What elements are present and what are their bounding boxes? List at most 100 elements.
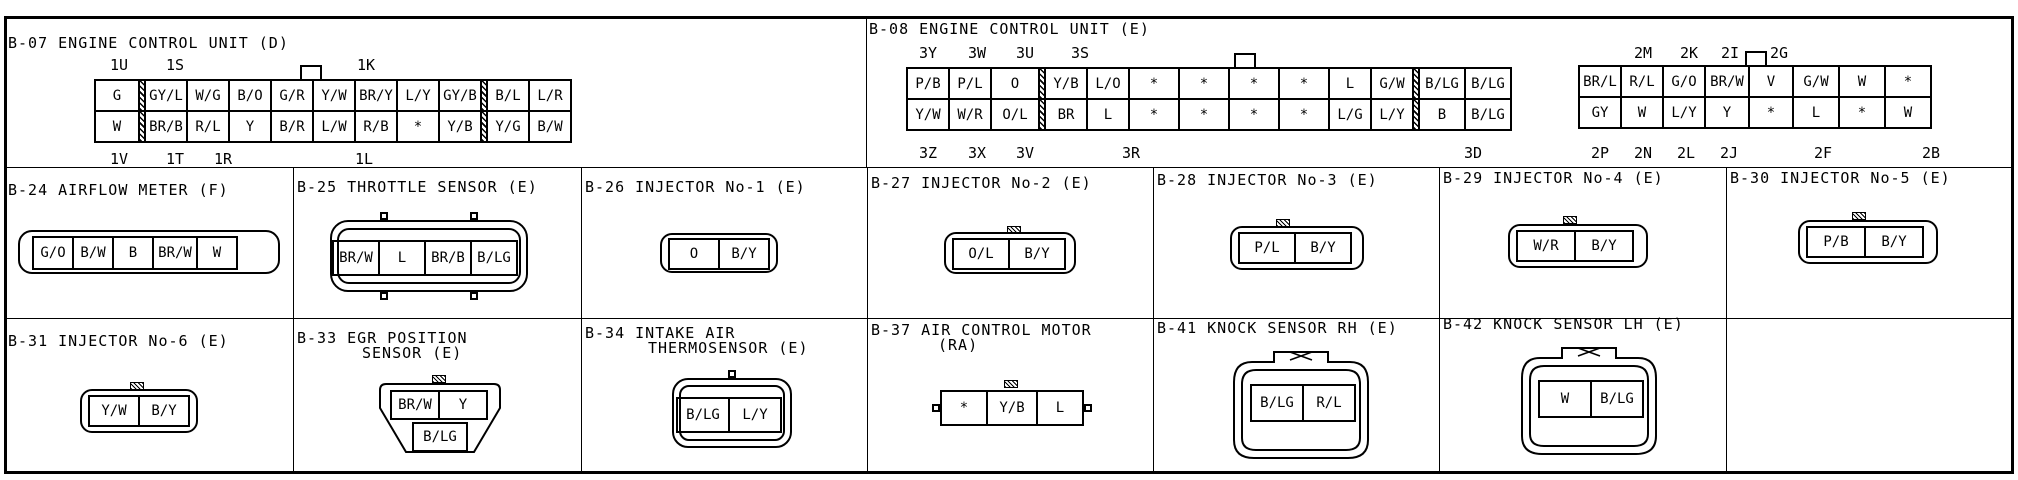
b07-top-label: 1U bbox=[110, 56, 129, 74]
b08-bottom-label: 3R bbox=[1122, 144, 1141, 162]
b07-pin: * bbox=[396, 110, 440, 143]
b25-tab bbox=[380, 292, 388, 300]
b08r-pin: W bbox=[1620, 96, 1664, 129]
b07-key bbox=[138, 79, 146, 112]
b24-connector bbox=[18, 230, 280, 274]
b07-pin: GY/B bbox=[438, 79, 482, 112]
b29-pins: W/R B/Y bbox=[1516, 230, 1634, 262]
b26-connector bbox=[660, 233, 778, 273]
b28-title: B-28 INJECTOR No-3 (E) bbox=[1157, 171, 1378, 189]
b08-bottom-label: 3X bbox=[968, 144, 987, 162]
b28-pin: P/L bbox=[1238, 232, 1296, 264]
b08r-pin: W bbox=[1838, 65, 1886, 98]
b08r-pin: * bbox=[1884, 65, 1932, 98]
b07-pin: R/B bbox=[354, 110, 398, 143]
b37-pins: * Y/B L bbox=[940, 390, 1084, 426]
b08-bottom-label: 3V bbox=[1016, 144, 1035, 162]
b08r-pin: V bbox=[1748, 65, 1794, 98]
b30-connector bbox=[1798, 220, 1938, 264]
b31-pins: Y/W B/Y bbox=[88, 395, 190, 427]
b24-title: B-24 AIRFLOW METER (F) bbox=[8, 181, 229, 199]
b08r-latch bbox=[1745, 51, 1767, 65]
b41-pin: R/L bbox=[1302, 384, 1356, 422]
b37-pin: L bbox=[1036, 390, 1084, 426]
b07-latch bbox=[300, 65, 322, 79]
b08r-pin: BR/L bbox=[1578, 65, 1622, 98]
b08-pin: B/LG bbox=[1464, 98, 1512, 131]
b08-pin: * bbox=[1178, 98, 1230, 131]
empty-cell bbox=[1726, 318, 2014, 474]
b08r-pin: * bbox=[1838, 96, 1886, 129]
b08-connector: P/B P/L O Y/B L/O * * * * L G/W B/LG B/L… bbox=[906, 67, 1512, 131]
b33-title: B-33 EGR POSITION bbox=[297, 329, 468, 347]
b34-title-2: THERMOSENSOR (E) bbox=[648, 339, 809, 357]
b42-connector bbox=[1521, 347, 1657, 455]
b29-lock bbox=[1563, 216, 1577, 224]
b26-pins: O B/Y bbox=[668, 238, 770, 270]
b34-connector bbox=[672, 378, 792, 448]
b07-pin: G/R bbox=[270, 79, 314, 112]
b08r-bottom-label: 2B bbox=[1922, 144, 1941, 162]
b42-pin: B/LG bbox=[1590, 380, 1644, 418]
b28-pins: P/L B/Y bbox=[1238, 232, 1352, 264]
b26-pin: B/Y bbox=[718, 238, 770, 270]
b07-pin: W/G bbox=[186, 79, 230, 112]
b34-pin: B/LG bbox=[676, 397, 730, 433]
b08r-bottom-label: 2L bbox=[1677, 144, 1696, 162]
b33-pin: Y bbox=[438, 390, 488, 420]
b25-connector bbox=[330, 220, 528, 292]
b07-pin: B/W bbox=[528, 110, 572, 143]
b07-pin: Y/B bbox=[438, 110, 482, 143]
b33-pin: B/LG bbox=[412, 422, 468, 452]
b07-key bbox=[480, 110, 488, 143]
b08-pin: * bbox=[1128, 67, 1180, 100]
b25-tab bbox=[470, 212, 478, 220]
b25-title: B-25 THROTTLE SENSOR (E) bbox=[297, 178, 538, 196]
b24-pin: BR/W bbox=[152, 236, 198, 270]
b08r-bottom-label: 2J bbox=[1720, 144, 1739, 162]
b27-pins: O/L B/Y bbox=[952, 238, 1066, 270]
b30-pins: P/B B/Y bbox=[1806, 226, 1924, 258]
b08-pin: L/G bbox=[1328, 98, 1372, 131]
b25-pin: BR/W bbox=[332, 240, 380, 276]
b28-pin: B/Y bbox=[1294, 232, 1352, 264]
b07-bottom-label: 1V bbox=[110, 150, 129, 168]
b07-title: B-07 ENGINE CONTROL UNIT (D) bbox=[8, 34, 289, 52]
b08-pin: L bbox=[1086, 98, 1130, 131]
b08-top-label: 3S bbox=[1071, 44, 1090, 62]
b07-top-label: 1K bbox=[357, 56, 376, 74]
b41-pin: B/LG bbox=[1250, 384, 1304, 422]
b07-bottom-label: 1L bbox=[355, 150, 374, 168]
b07-pin: L/W bbox=[312, 110, 356, 143]
b25-pins: BR/W L BR/B B/LG bbox=[332, 240, 518, 276]
b41-connector bbox=[1233, 351, 1369, 459]
b42-pins: W B/LG bbox=[1538, 380, 1644, 418]
b08r-top-label: 2K bbox=[1680, 44, 1699, 62]
b08r-pin: W bbox=[1884, 96, 1932, 129]
b07-pin: Y bbox=[228, 110, 272, 143]
b08-pin: * bbox=[1278, 98, 1330, 131]
b29-connector bbox=[1508, 224, 1648, 268]
b07-pin: W bbox=[94, 110, 140, 143]
b07-bottom-label: 1R bbox=[214, 150, 233, 168]
b08-pin: Y/B bbox=[1044, 67, 1088, 100]
b30-pin: B/Y bbox=[1864, 226, 1924, 258]
b08r-pin: G/O bbox=[1662, 65, 1706, 98]
b31-connector bbox=[80, 389, 198, 433]
b31-pin: Y/W bbox=[88, 395, 140, 427]
b34-tab bbox=[728, 370, 736, 378]
b25-tab bbox=[380, 212, 388, 220]
b08r-pin: Y bbox=[1704, 96, 1750, 129]
b07-connector: G GY/L W/G B/O G/R Y/W BR/Y L/Y GY/B B/L… bbox=[94, 79, 572, 143]
b34-pin: L/Y bbox=[728, 397, 782, 433]
b29-pin: B/Y bbox=[1574, 230, 1634, 262]
b08r-pin: * bbox=[1748, 96, 1794, 129]
b33-connector bbox=[379, 383, 501, 453]
b08-pin: G/W bbox=[1370, 67, 1414, 100]
b37-lock bbox=[1004, 380, 1018, 388]
b08-pin: L/Y bbox=[1370, 98, 1414, 131]
b27-title: B-27 INJECTOR No-2 (E) bbox=[871, 174, 1092, 192]
b08r-pin: GY bbox=[1578, 96, 1622, 129]
b27-connector bbox=[944, 232, 1076, 274]
b37-peg bbox=[932, 404, 940, 412]
